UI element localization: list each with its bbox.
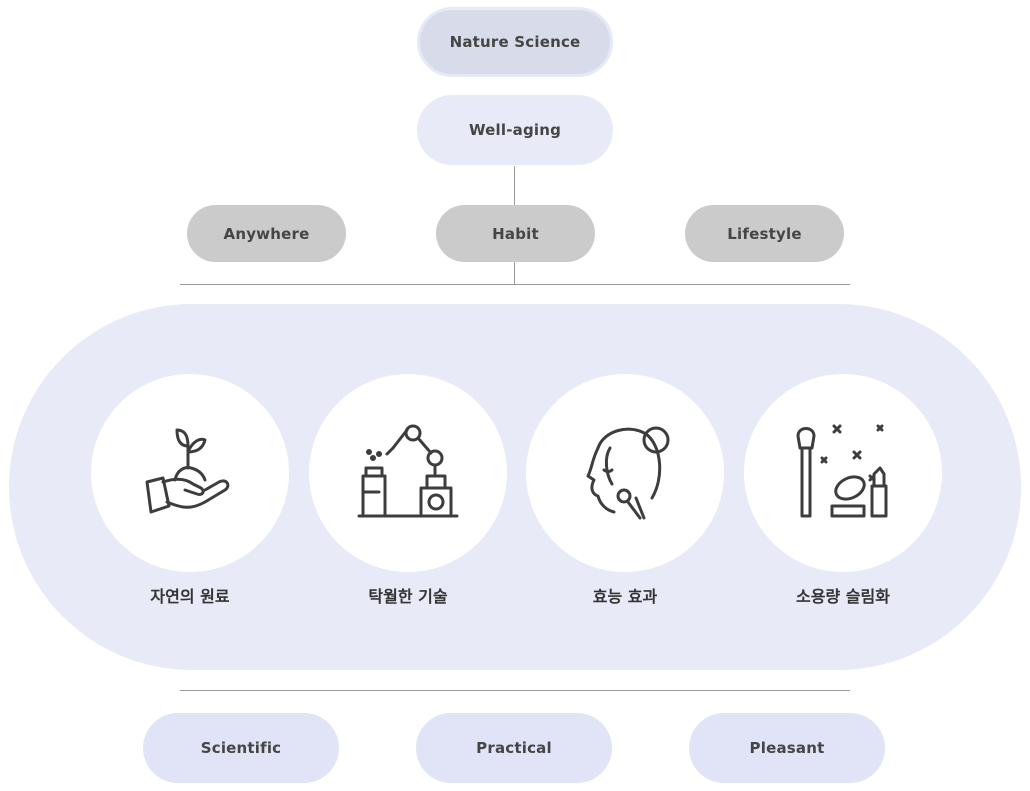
feature-label-technology: 탁월한 기술 (368, 587, 448, 606)
anywhere-pill: Anywhere (187, 205, 346, 262)
connector-line-middle (514, 262, 515, 284)
feature-label-natural: 자연의 원료 (150, 587, 230, 606)
hand-sprout-icon (145, 428, 230, 514)
robot-arm-lab-icon (357, 424, 459, 518)
face-care-icon (586, 426, 670, 520)
feature-label-slim: 소용량 슬림화 (796, 587, 890, 606)
feature-circle-slim (744, 374, 942, 572)
habit-pill: Habit (436, 205, 595, 262)
pleasant-pill: Pleasant (689, 713, 885, 783)
nature-science-pill: Nature Science (417, 7, 613, 77)
feature-label-efficacy: 효능 효과 (592, 587, 658, 606)
scientific-pill: Scientific (143, 713, 339, 783)
makeup-brush-lipstick-icon (796, 424, 888, 518)
connector-line-top (514, 166, 515, 205)
feature-circle-natural (91, 374, 289, 572)
divider-lower (180, 690, 850, 691)
feature-circle-technology (309, 374, 507, 572)
well-aging-pill: Well-aging (417, 95, 613, 165)
lifestyle-pill: Lifestyle (685, 205, 844, 262)
feature-circle-efficacy (526, 374, 724, 572)
practical-pill: Practical (416, 713, 612, 783)
divider-upper (180, 284, 850, 285)
